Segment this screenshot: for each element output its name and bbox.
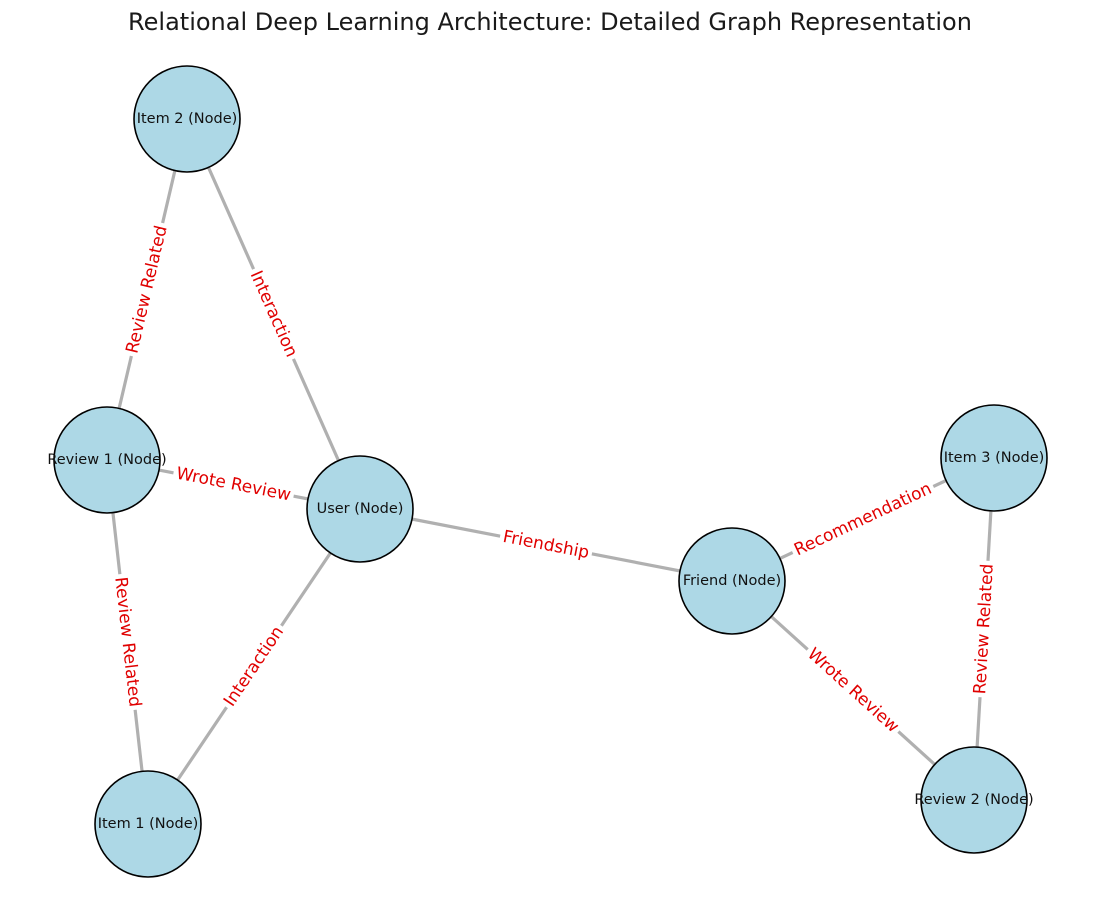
edge-label: Recommendation — [791, 479, 935, 561]
edge-label-group: Wrote Review — [800, 641, 906, 740]
edge-label-background — [969, 560, 999, 698]
node-user: User (Node) — [306, 455, 414, 563]
node-circle — [920, 746, 1028, 854]
edge-label-background — [243, 264, 304, 364]
node-circle — [53, 406, 161, 514]
edge-label-background — [800, 641, 906, 740]
node-label: Item 3 (Node) — [944, 450, 1045, 466]
edge-label-background — [171, 462, 296, 507]
diagram-title: Relational Deep Learning Architecture: D… — [128, 8, 972, 36]
node-label: Friend (Node) — [683, 573, 781, 589]
edge-label: Review Related — [110, 576, 144, 708]
edge-label-background — [498, 525, 594, 565]
node-review2: Review 2 (Node) — [914, 746, 1034, 854]
edge-label-group: Interaction — [243, 264, 304, 364]
node-label: Item 2 (Node) — [137, 111, 238, 127]
edge-label: Interaction — [220, 623, 288, 711]
node-circle — [94, 770, 202, 878]
nodes-layer: User (Node) Item 1 (Node) Item 2 (Node) Rev… — [47, 65, 1048, 878]
edge-label-group: Review Related — [120, 220, 174, 359]
node-item3: Item 3 (Node) — [940, 404, 1048, 512]
node-label: Review 1 (Node) — [47, 452, 166, 468]
node-label: User (Node) — [317, 501, 404, 517]
node-circle — [678, 527, 786, 635]
node-review1: Review 1 (Node) — [47, 406, 167, 514]
edge-label-group: Friendship — [498, 525, 594, 565]
edge-label-background — [787, 476, 939, 563]
edge-label-group: Review Related — [969, 560, 999, 698]
edge-label-background — [120, 220, 174, 359]
edge-label-background — [108, 572, 147, 712]
node-friend: Friend (Node) — [678, 527, 786, 635]
edge-label: Interaction — [246, 268, 302, 360]
edge-label-group: Wrote Review — [171, 462, 296, 507]
edge-label-group: Review Related — [108, 572, 147, 712]
node-circle — [940, 404, 1048, 512]
edge-label: Wrote Review — [803, 644, 903, 737]
node-label: Review 2 (Node) — [914, 792, 1033, 808]
node-label: Item 1 (Node) — [98, 816, 199, 832]
edge-label-group: Interaction — [217, 619, 291, 714]
node-item2: Item 2 (Node) — [133, 65, 241, 173]
edge-label: Review Related — [970, 563, 998, 695]
edges-layer — [105, 117, 996, 826]
edge-label-group: Recommendation — [787, 476, 939, 563]
edge-label: Friendship — [501, 527, 591, 563]
node-circle — [306, 455, 414, 563]
node-circle — [133, 65, 241, 173]
edge-label: Wrote Review — [175, 464, 293, 506]
edge-label-background — [217, 619, 291, 714]
node-item1: Item 1 (Node) — [94, 770, 202, 878]
